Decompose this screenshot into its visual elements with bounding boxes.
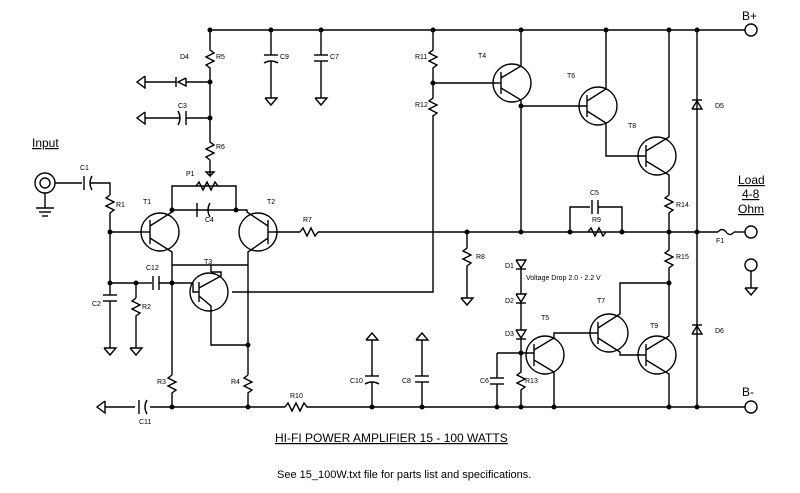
label-c12: C12 <box>146 265 159 272</box>
label-c3: C3 <box>178 103 187 110</box>
d5-diode <box>691 99 704 110</box>
r12-resistor <box>427 83 439 117</box>
t4-transistor <box>492 30 532 232</box>
b-plus-rail <box>210 23 758 37</box>
r6-resistor <box>204 118 216 161</box>
t5-transistor <box>497 332 590 407</box>
r3-resistor <box>166 374 178 407</box>
r14-resistor <box>663 194 675 232</box>
label-r11: R11 <box>415 54 427 61</box>
label-t1: T1 <box>143 199 151 206</box>
d6-diode <box>691 324 704 335</box>
label-c8: C8 <box>402 378 411 385</box>
label-r3: R3 <box>157 379 166 386</box>
input-jack[interactable] <box>34 172 82 217</box>
voltage-drop-note: Voltage Drop 2.0 - 2.2 V <box>526 275 601 282</box>
label-d5: D5 <box>715 103 724 110</box>
label-c6: C6 <box>480 378 489 385</box>
c2-capacitor <box>103 294 118 357</box>
label-d6: D6 <box>715 328 724 335</box>
label-d2: D2 <box>505 298 514 305</box>
label-r10: R10 <box>290 393 303 400</box>
c5-r9-feedback <box>569 200 623 238</box>
label-t5: T5 <box>541 315 549 322</box>
r15-resistor <box>663 232 675 283</box>
label-r13: R13 <box>525 378 538 385</box>
label-t8: T8 <box>628 123 636 130</box>
label-c5: C5 <box>590 190 599 197</box>
b-minus-rail <box>95 399 758 415</box>
label-c9: C9 <box>280 54 289 61</box>
label-d1: D1 <box>505 263 514 270</box>
load-label-3: Ohm <box>738 202 764 216</box>
label-c2: C2 <box>92 301 101 308</box>
label-t7: T7 <box>597 298 605 305</box>
b-plus-label: B+ <box>742 9 757 23</box>
c7-capacitor <box>314 30 329 107</box>
label-r1: R1 <box>116 202 125 209</box>
label-r5: R5 <box>216 54 225 61</box>
label-d4: D4 <box>180 54 189 61</box>
r11-resistor <box>427 30 439 83</box>
label-t2: T2 <box>267 199 275 206</box>
label-p1: P1 <box>186 171 195 178</box>
diode-string <box>515 259 528 353</box>
load-label-1: Load <box>738 173 765 187</box>
component-labels: D4 R5 C9 C7 R11 T4 C3 R12 T6 T8 R6 P1 C1… <box>80 53 724 426</box>
p1-potentiometer <box>195 170 219 192</box>
load-terminal[interactable] <box>744 225 758 239</box>
label-d3: D3 <box>505 331 514 338</box>
label-r9: R9 <box>592 217 601 224</box>
c10-capacitor <box>364 331 380 407</box>
load-label-2: 4-8 <box>742 187 760 201</box>
label-c11: C11 <box>139 419 151 426</box>
t6-transistor <box>521 30 643 157</box>
label-c10: C10 <box>350 378 363 385</box>
label-c1: C1 <box>80 165 89 172</box>
label-t4: T4 <box>478 53 486 60</box>
label-r7: R7 <box>303 217 312 224</box>
r2-resistor <box>129 297 144 357</box>
c3-capacitor <box>135 110 187 126</box>
b-plus-terminal[interactable] <box>744 23 758 37</box>
label-c7: C7 <box>330 54 339 61</box>
label-f1: F1 <box>716 238 724 245</box>
t7-transistor <box>589 282 669 356</box>
c9-capacitor <box>263 30 279 107</box>
r13-resistor <box>515 353 527 407</box>
footer-note: See 15_100W.txt file for parts list and … <box>277 469 531 481</box>
schematic-title: HI-FI POWER AMPLIFIER 15 - 100 WATTS <box>275 431 508 445</box>
r4-resistor <box>242 374 254 407</box>
d4-diode <box>135 75 210 90</box>
label-r8: R8 <box>476 254 485 261</box>
label-t6: T6 <box>567 73 575 80</box>
c1-capacitor <box>83 175 116 232</box>
output-line <box>110 225 758 239</box>
t1-transistor <box>140 210 180 265</box>
t3-transistor <box>189 271 248 346</box>
b-minus-label: B- <box>742 385 754 399</box>
junction-dots <box>107 27 700 410</box>
t2-transistor <box>236 209 278 265</box>
t8-transistor <box>637 30 677 195</box>
label-r15: R15 <box>676 254 689 261</box>
label-r2: R2 <box>142 304 151 311</box>
label-r4: R4 <box>231 379 240 386</box>
t9-transistor <box>637 283 677 407</box>
label-r6: R6 <box>216 144 225 151</box>
r5-resistor <box>204 30 216 82</box>
r8-resistor <box>460 232 475 307</box>
input-label: Input <box>32 136 59 150</box>
b-minus-terminal[interactable] <box>744 400 758 414</box>
label-c4: C4 <box>205 217 214 224</box>
c8-capacitor <box>415 331 430 407</box>
c6-capacitor <box>490 353 504 407</box>
label-r12: R12 <box>415 102 428 109</box>
load-ground <box>744 258 759 297</box>
label-r14: R14 <box>676 202 689 209</box>
label-t9: T9 <box>650 323 658 330</box>
label-t3: T3 <box>204 259 212 266</box>
